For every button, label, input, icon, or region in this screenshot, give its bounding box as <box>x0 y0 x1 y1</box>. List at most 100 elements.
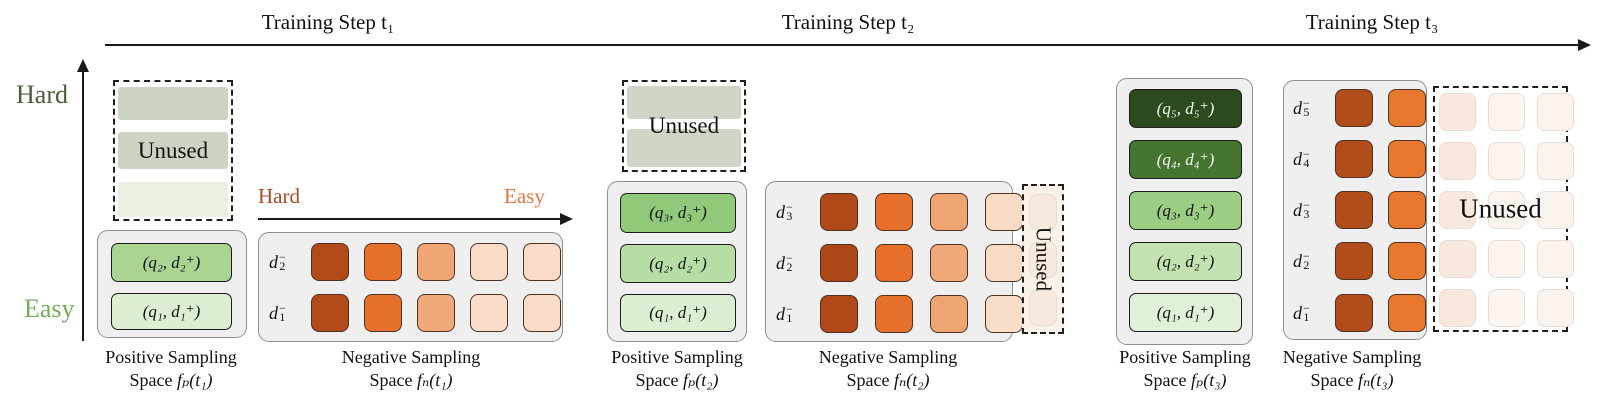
caption-line1: Negative Sampling <box>1282 347 1422 367</box>
step1-negative-caption: Negative Sampling Space fₙ(t₁) <box>311 346 511 392</box>
negative-sample-square <box>930 295 968 333</box>
caption-space-text: Space <box>369 370 417 390</box>
difficulty-easy-label: Easy <box>24 294 75 323</box>
negative-row: d −2 <box>1293 241 1426 281</box>
negative-doc-label: d −1 <box>776 302 803 325</box>
step1-positive-panel: (q₂, d₂⁺) (q₁, d₁⁺) <box>97 230 247 338</box>
negative-doc-label: d −1 <box>1293 301 1320 324</box>
doc-symbol: d <box>1293 97 1302 118</box>
step3-positive-panel: (q₅, d₅⁺) (q₄, d₄⁺) (q₃, d₃⁺) (q₂, d₂⁺) … <box>1116 78 1253 345</box>
step1-negative-panel: d −2 d −1 <box>258 232 563 342</box>
step2-negative-caption: Negative Sampling Space fₙ(t₂) <box>788 346 988 392</box>
positive-pair-label: (q₄, d₄⁺) <box>1156 149 1215 169</box>
negative-sample-square <box>311 243 349 281</box>
negative-doc-label: d −4 <box>1293 148 1320 170</box>
negative-sample-square <box>985 244 1023 282</box>
caption-line2: Space fₚ(t₃) <box>1085 369 1285 392</box>
caption-line2: Space fₙ(t₁) <box>311 369 511 392</box>
doc-symbol: d <box>1293 250 1302 271</box>
positive-pair-label: (q₁, d₁⁺) <box>142 301 201 321</box>
unused-sample-square <box>1488 93 1525 131</box>
doc-subscript: 1 <box>786 311 793 325</box>
unused-sample-square <box>1488 191 1525 229</box>
doc-superscript: − <box>1303 301 1310 315</box>
negative-sample-square <box>417 243 455 281</box>
unused-sample-square <box>1439 240 1476 278</box>
doc-subscript: 4 <box>1303 156 1310 170</box>
step2-negative-panel: d −3 d −2 d −1 <box>765 181 1023 342</box>
negative-sample-square <box>985 295 1023 333</box>
step1-negative-axis-arrow-head-icon <box>560 213 573 225</box>
negative-sample-square <box>875 193 913 231</box>
step2-positive-panel: (q₃, d₃⁺) (q₂, d₂⁺) (q₁, d₁⁺) <box>607 181 747 342</box>
doc-symbol: d <box>776 303 785 324</box>
caption-math-text: fₚ(t₁) <box>177 370 213 390</box>
negative-sample-square <box>1335 242 1373 280</box>
negative-sample-square <box>1335 89 1373 127</box>
negative-row: d −1 <box>776 294 1023 334</box>
doc-symbol: d <box>269 251 278 272</box>
caption-line1: Positive Sampling <box>105 347 237 367</box>
doc-symbol: d <box>1293 302 1302 323</box>
unused-sample-square <box>1488 289 1525 327</box>
negative-row: d −3 <box>1293 190 1426 230</box>
unused-sample-square <box>1537 142 1574 180</box>
unused-sample-square <box>1488 240 1525 278</box>
positive-pair-pill: (q₂, d₂⁺) <box>620 244 736 283</box>
negative-sample-square <box>470 294 508 332</box>
positive-pair-label: (q₂, d₂⁺) <box>142 252 201 272</box>
unused-sample-square <box>1439 93 1476 131</box>
unused-sample-square <box>1488 142 1525 180</box>
step1-negative-hard-label: Hard <box>258 184 300 208</box>
step2-unused-box: Unused <box>622 80 746 172</box>
positive-pair-pill: (q₂, d₂⁺) <box>1129 242 1242 281</box>
step2-unused-side-box: Unused <box>1022 184 1064 334</box>
step1-negative-easy-label: Easy <box>504 184 545 208</box>
negative-sample-square <box>417 294 455 332</box>
negative-row: d −5 <box>1293 88 1426 128</box>
difficulty-axis-line <box>82 70 84 341</box>
difficulty-axis-arrow-head-icon <box>77 59 89 72</box>
positive-pair-label: (q₃, d₃⁺) <box>649 203 707 222</box>
doc-subscript: 2 <box>1303 258 1310 272</box>
negative-doc-label: d −2 <box>1293 250 1320 272</box>
caption-math-text: fₙ(t₁) <box>416 370 453 390</box>
negative-sample-square <box>875 295 913 333</box>
timeline-step2-title: Training Step t₂ <box>781 10 915 34</box>
positive-pair-pill: (q₁, d₁⁺) <box>1129 293 1242 332</box>
step1-unused-band-mid: Unused <box>118 132 228 169</box>
negative-sample-square <box>820 295 858 333</box>
step3-negative-caption: Negative Sampling Space fₙ(t₃) <box>1252 346 1452 392</box>
step2-positive-caption: Positive Sampling Space fₚ(t₂) <box>577 346 777 392</box>
doc-symbol: d <box>776 252 785 273</box>
negative-doc-label: d −3 <box>776 201 803 223</box>
unused-sample-square <box>1537 289 1574 327</box>
doc-superscript: − <box>279 301 286 315</box>
negative-row: d −2 <box>269 242 561 282</box>
doc-subscript: 2 <box>279 259 286 273</box>
timeline-arrow-head-icon <box>1578 39 1591 51</box>
positive-pair-pill: (q₁, d₁⁺) <box>620 294 736 332</box>
step1-negative-axis-line <box>258 218 562 220</box>
negative-sample-square <box>1388 140 1426 178</box>
unused-sample-square <box>1029 194 1057 230</box>
step1-unused-box: Unused <box>113 80 233 221</box>
doc-superscript: − <box>786 302 793 316</box>
negative-sample-square <box>985 193 1023 231</box>
doc-superscript: − <box>786 251 793 265</box>
caption-space-text: Space <box>635 370 684 390</box>
doc-symbol: d <box>776 201 785 222</box>
doc-symbol: d <box>1293 148 1302 169</box>
caption-space-text: Space <box>1143 370 1192 390</box>
timeline-step1-title: Training Step t₁ <box>261 10 395 34</box>
step2-unused-side-label: Unused <box>1031 226 1056 292</box>
caption-line1: Negative Sampling <box>818 347 958 367</box>
negative-sample-square <box>875 244 913 282</box>
negative-row: d −4 <box>1293 139 1426 179</box>
caption-math-text: fₚ(t₃) <box>1191 370 1227 390</box>
negative-row: d −1 <box>1293 293 1426 333</box>
caption-line2: Space fₙ(t₃) <box>1252 369 1452 392</box>
step3-positive-caption: Positive Sampling Space fₚ(t₃) <box>1085 346 1285 392</box>
negative-sample-square <box>523 243 561 281</box>
positive-pair-label: (q₂, d₂⁺) <box>1156 251 1215 271</box>
